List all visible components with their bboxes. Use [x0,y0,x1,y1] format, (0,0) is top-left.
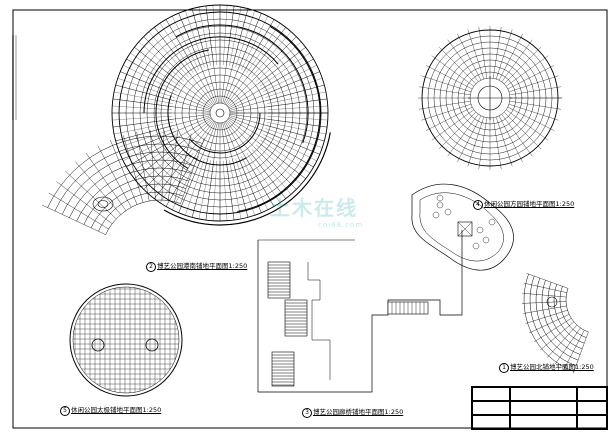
plan-5-taiji-paving [69,283,183,397]
plan-1-north-paving [411,183,514,271]
watermark-logo: 土木在线 [270,196,358,220]
plan-4-circular-paving [418,26,562,170]
plan-2-wedge-paving [42,130,205,235]
left-margin-strip [12,35,17,120]
plan-3-corridor-paving [257,230,463,393]
plan-1-fan-paving [522,273,589,374]
watermark-url: coi88.com [318,221,364,229]
sheet-border [12,9,608,429]
title-block [471,386,608,430]
